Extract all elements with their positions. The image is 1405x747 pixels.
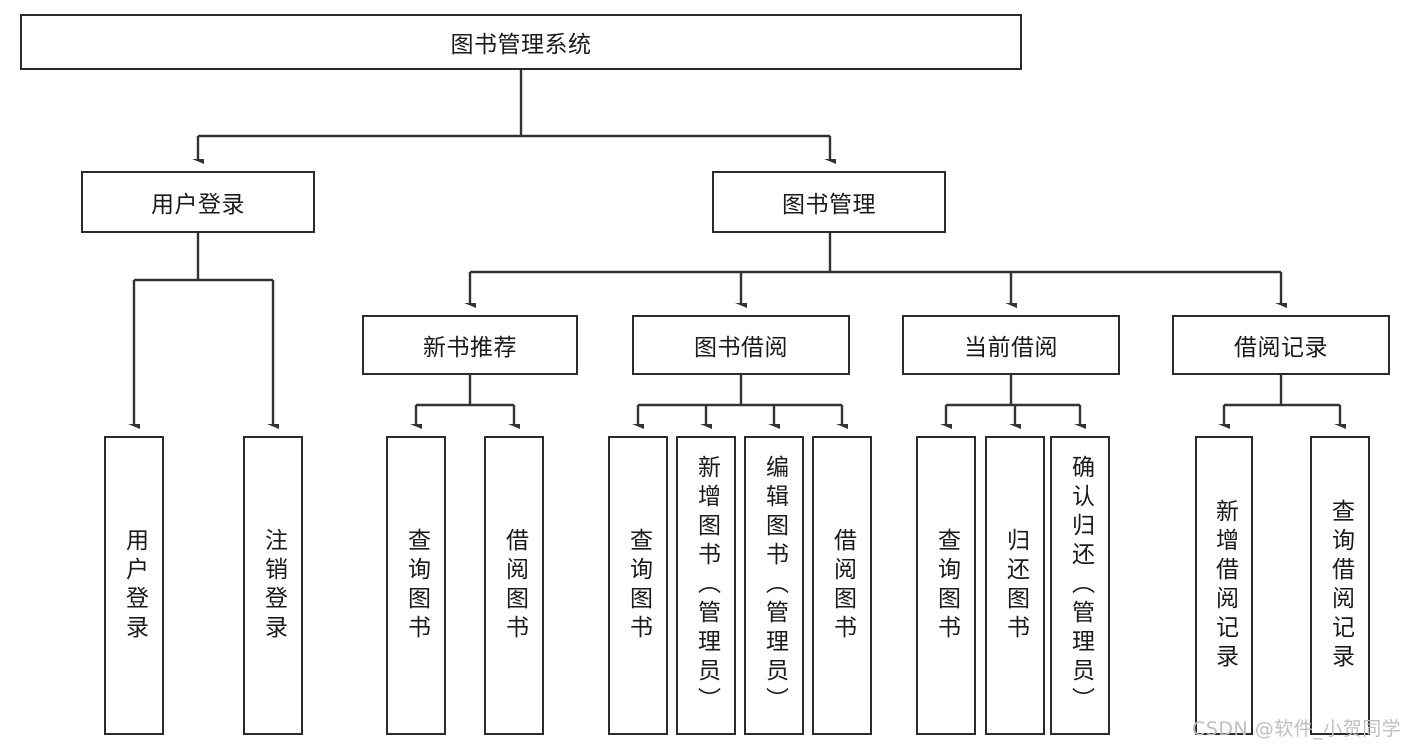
node-new-book-recommend[interactable]: 新书推荐 (362, 315, 578, 375)
node-leaf-edit-book-label: 编辑图书（管理员） (761, 455, 788, 716)
node-root-label: 图书管理系统 (450, 32, 592, 58)
node-leaf-borrow-book-1-label: 借阅图书 (501, 527, 528, 644)
node-borrow-record[interactable]: 借阅记录 (1172, 315, 1390, 375)
node-leaf-add-book-label: 新增图书（管理员） (693, 455, 720, 716)
node-leaf-query-book-2[interactable]: 查询图书 (608, 436, 668, 735)
node-leaf-logout[interactable]: 注销登录 (243, 436, 303, 735)
node-leaf-return-book-label: 归还图书 (1002, 527, 1029, 644)
node-leaf-confirm-return-label: 确认归还（管理员） (1067, 455, 1094, 716)
node-user-login[interactable]: 用户登录 (81, 171, 315, 233)
node-leaf-query-book-1[interactable]: 查询图书 (386, 436, 446, 735)
node-book-management[interactable]: 图书管理 (712, 171, 946, 233)
node-leaf-return-book[interactable]: 归还图书 (985, 436, 1045, 735)
node-leaf-user-login-label: 用户登录 (121, 527, 148, 644)
node-leaf-add-record[interactable]: 新增借阅记录 (1195, 436, 1253, 735)
node-leaf-borrow-book-2-label: 借阅图书 (829, 527, 856, 644)
node-new-book-recommend-label: 新书推荐 (423, 335, 517, 361)
node-user-login-label: 用户登录 (151, 192, 245, 218)
node-leaf-query-book-2-label: 查询图书 (625, 527, 652, 644)
node-leaf-confirm-return[interactable]: 确认归还（管理员） (1050, 436, 1110, 735)
node-leaf-logout-label: 注销登录 (260, 527, 287, 644)
node-leaf-user-login[interactable]: 用户登录 (104, 436, 164, 735)
node-leaf-add-record-label: 新增借阅记录 (1211, 498, 1238, 673)
node-leaf-query-record[interactable]: 查询借阅记录 (1310, 436, 1370, 735)
node-current-borrow-label: 当前借阅 (964, 335, 1058, 361)
node-leaf-edit-book[interactable]: 编辑图书（管理员） (744, 436, 804, 735)
node-leaf-query-record-label: 查询借阅记录 (1327, 498, 1354, 673)
node-book-management-label: 图书管理 (782, 192, 876, 218)
node-borrow-record-label: 借阅记录 (1234, 335, 1328, 361)
node-leaf-borrow-book-2[interactable]: 借阅图书 (812, 436, 872, 735)
node-leaf-query-book-3-label: 查询图书 (933, 527, 960, 644)
node-book-borrow-label: 图书借阅 (694, 335, 788, 361)
node-root[interactable]: 图书管理系统 (20, 14, 1022, 70)
watermark: CSDN @软件_小贺同学 (1192, 718, 1402, 740)
node-leaf-query-book-1-label: 查询图书 (403, 527, 430, 644)
node-leaf-borrow-book-1[interactable]: 借阅图书 (484, 436, 544, 735)
node-current-borrow[interactable]: 当前借阅 (902, 315, 1120, 375)
node-book-borrow[interactable]: 图书借阅 (632, 315, 850, 375)
node-leaf-query-book-3[interactable]: 查询图书 (916, 436, 976, 735)
node-leaf-add-book[interactable]: 新增图书（管理员） (676, 436, 736, 735)
